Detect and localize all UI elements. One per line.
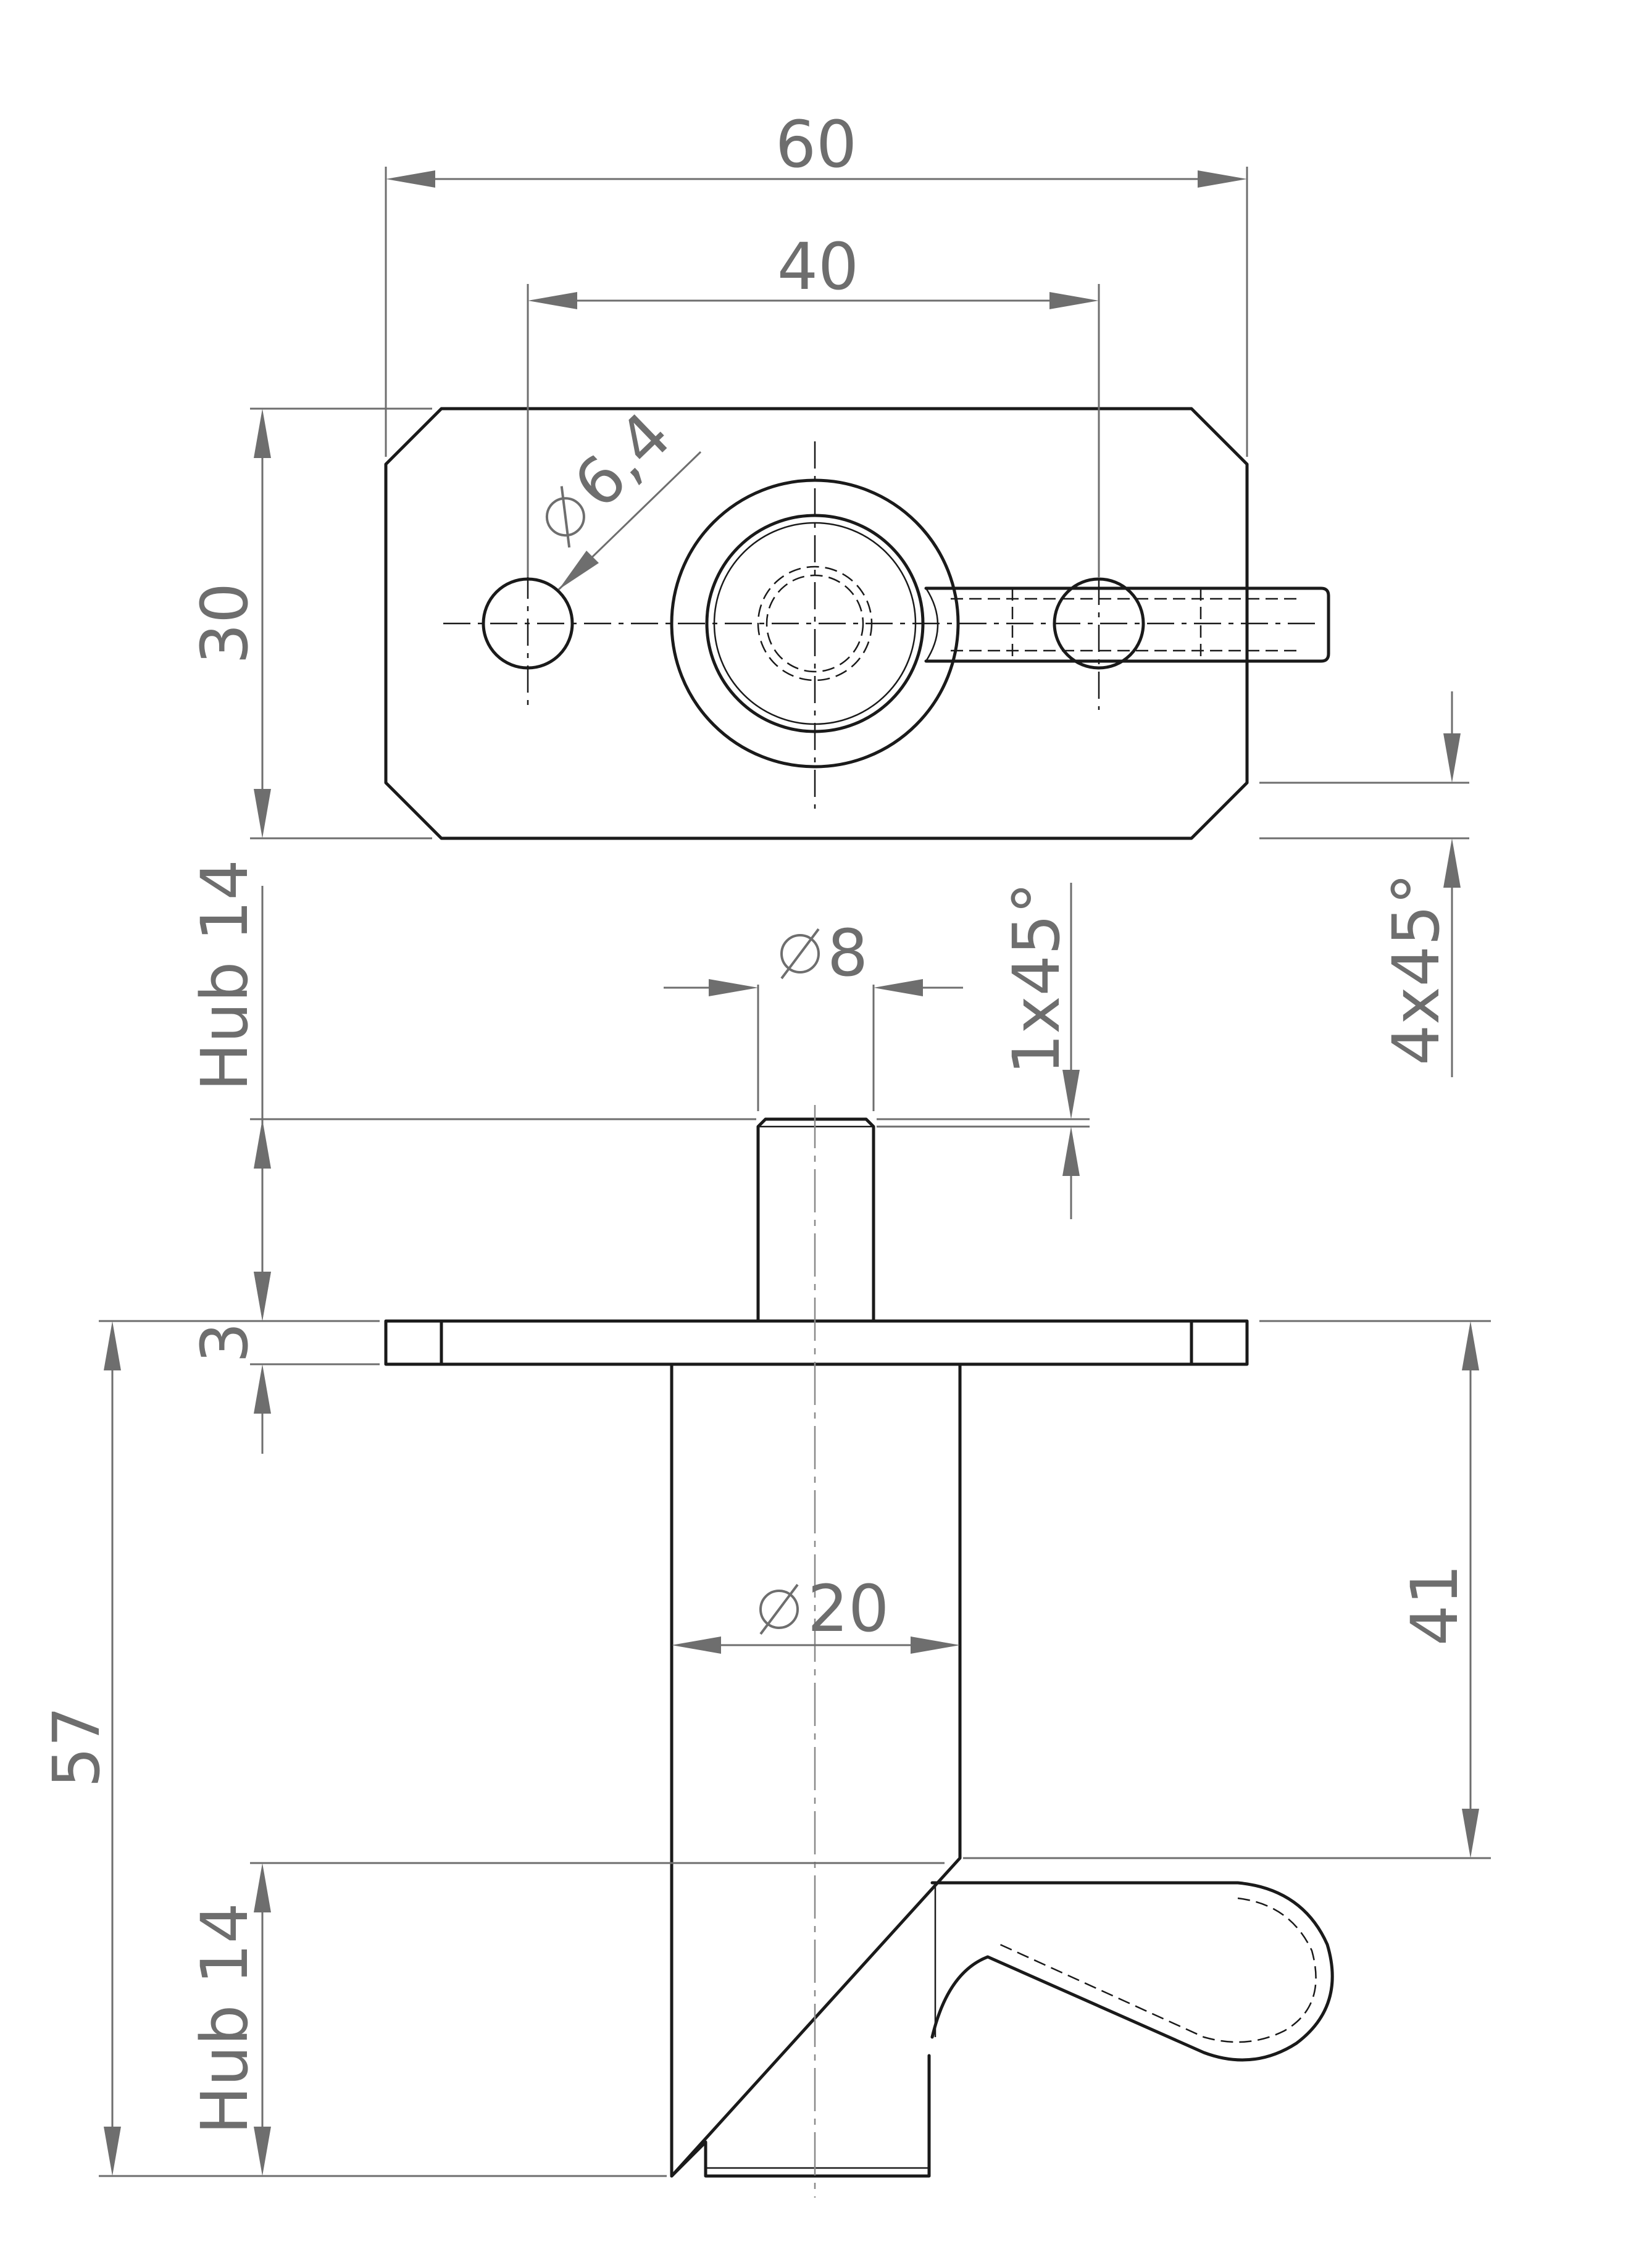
arrow-hub-bottom-top [254, 1863, 271, 1912]
dim-60-label: 60 [775, 107, 857, 182]
wing-handle-hidden [999, 1897, 1317, 2043]
side-view [384, 1105, 1334, 2198]
dim-1x45-label: 1x45° [999, 882, 1074, 1075]
arrow-30-bottom [254, 789, 271, 838]
diameter-slash-8 [780, 928, 820, 980]
dim-hub-bottom-label: Hub 14 [187, 1903, 262, 2135]
pin-hidden-inner [766, 574, 864, 673]
wing-handle-outline [930, 1881, 1334, 2062]
arrow-chamfer-top [1443, 733, 1461, 783]
handle-lever-top [924, 586, 1330, 663]
body-tube-outline [670, 1362, 962, 2178]
dim-30-label: 30 [187, 583, 262, 664]
arrow-20-left [672, 1636, 721, 1654]
arrow-41-top [1462, 1321, 1479, 1370]
diameter-symbol-6-4-icon [545, 497, 585, 537]
arrow-8-right [874, 979, 923, 996]
dim-20-label: 20 [807, 1571, 889, 1646]
flange-outline [384, 1319, 1249, 1366]
arrow-40-right [1049, 292, 1099, 309]
arrow-60-left [386, 170, 435, 188]
arrow-6-4 [559, 551, 599, 590]
arrow-hub-bottom-bottom [254, 2127, 271, 2176]
arrow-60-right [1198, 170, 1247, 188]
handle-root-curve [925, 588, 939, 662]
arrow-57-top [104, 1321, 121, 1370]
dimensions: 60 40 30 6,4 4x45° [39, 107, 1491, 2177]
arrow-pinchamfer-bottom [1062, 1127, 1080, 1176]
diameter-slash-6-4 [560, 486, 571, 548]
arrow-3-top [254, 1272, 271, 1321]
diameter-symbol-8-icon [780, 934, 820, 973]
diameter-slash-20 [759, 1583, 799, 1635]
pin-outline [756, 1117, 875, 1323]
mounting-plate-outline [384, 407, 1249, 840]
arrow-20-right [911, 1636, 960, 1654]
top-view [384, 407, 1330, 840]
dim-40-label: 40 [777, 229, 859, 304]
arrow-30-top [254, 409, 271, 458]
arrow-pinchamfer-top [1062, 1070, 1080, 1119]
arrow-40-left [528, 292, 577, 309]
diameter-symbol-20-icon [759, 1590, 799, 1629]
dim-3-label: 3 [187, 1322, 262, 1363]
arrow-8-left [709, 979, 758, 996]
plunger-bottom-outline [670, 2054, 931, 2178]
dim-41-label: 41 [1397, 1564, 1472, 1646]
dim-8-label: 8 [827, 915, 868, 991]
dim-57-label: 57 [39, 1706, 114, 1788]
handle-lever-hidden [951, 588, 1303, 661]
dim-4x45-label: 4x45° [1379, 873, 1454, 1065]
dim-6-4-group: 6,4 [545, 398, 685, 548]
arrow-hub-top-up [254, 1119, 271, 1169]
dim-hub-top-label: Hub 14 [187, 859, 262, 1091]
arrow-3-bottom [254, 1364, 271, 1414]
arrow-chamfer-bottom [1443, 838, 1461, 888]
arrow-57-bottom [104, 2127, 121, 2176]
arrow-41-bottom [1462, 1809, 1479, 1858]
